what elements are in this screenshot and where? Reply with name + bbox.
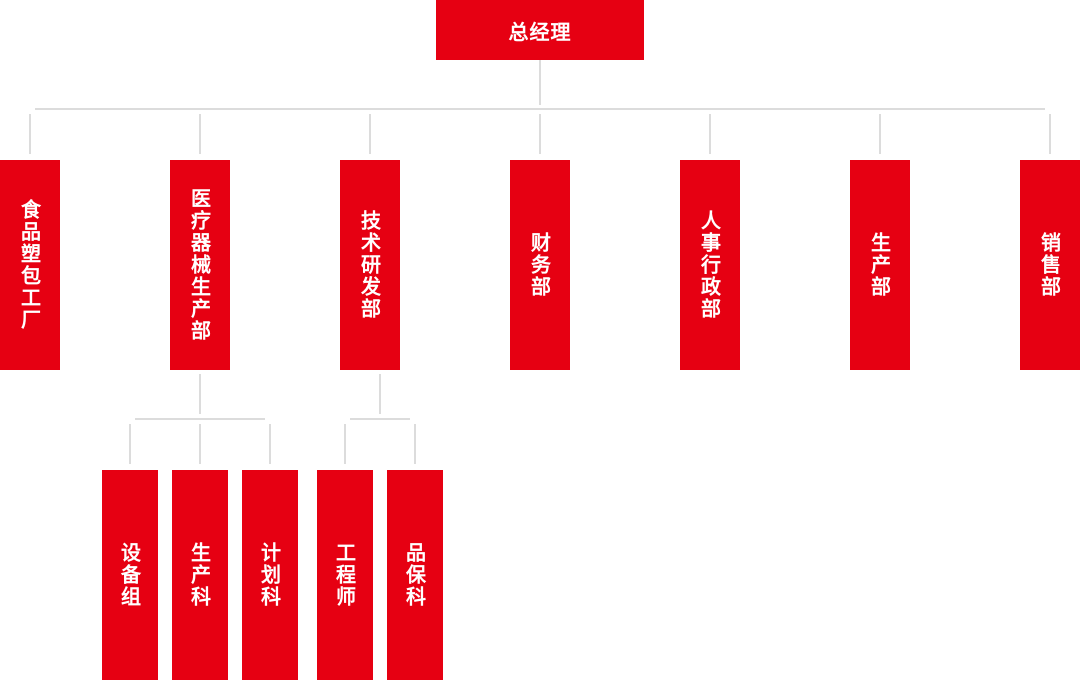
connector-dept-2: [199, 114, 201, 154]
dept-node-5: 人事行政部: [680, 160, 740, 370]
dept-node-4: 财务部: [510, 160, 570, 370]
connector-dept-5: [709, 114, 711, 154]
rnd-sub-node-2: 品保科: [387, 470, 443, 680]
dept-node-1: 食品塑包工厂: [0, 160, 60, 370]
connector-dept-1: [29, 114, 31, 154]
dept-node-2: 医疗器械生产部: [170, 160, 230, 370]
connector-rnd-sub-1: [344, 424, 346, 464]
dept-node-6: 生产部: [850, 160, 910, 370]
root-node-general-manager: 总经理: [436, 0, 644, 60]
rnd-sub-node-1: 工程师: [317, 470, 373, 680]
connector-dept-3: [369, 114, 371, 154]
connector-dept-4: [539, 114, 541, 154]
dept-node-7: 销售部: [1020, 160, 1080, 370]
connector-medical-sub-3: [269, 424, 271, 464]
connector-rnd-sub-2: [414, 424, 416, 464]
dept-node-3: 技术研发部: [340, 160, 400, 370]
medical-sub-node-1: 设备组: [102, 470, 158, 680]
connector-rnd-bus: [350, 418, 410, 420]
connector-medical-sub-2: [199, 424, 201, 464]
connector-medical-sub-1: [129, 424, 131, 464]
connector-main-bus: [35, 108, 1045, 110]
medical-sub-node-3: 计划科: [242, 470, 298, 680]
connector-medical-bus: [135, 418, 265, 420]
connector-dept-7: [1049, 114, 1051, 154]
connector-root-down: [539, 60, 541, 105]
connector-dept-6: [879, 114, 881, 154]
connector-medical-down: [199, 374, 201, 414]
connector-rnd-down: [379, 374, 381, 414]
medical-sub-node-2: 生产科: [172, 470, 228, 680]
